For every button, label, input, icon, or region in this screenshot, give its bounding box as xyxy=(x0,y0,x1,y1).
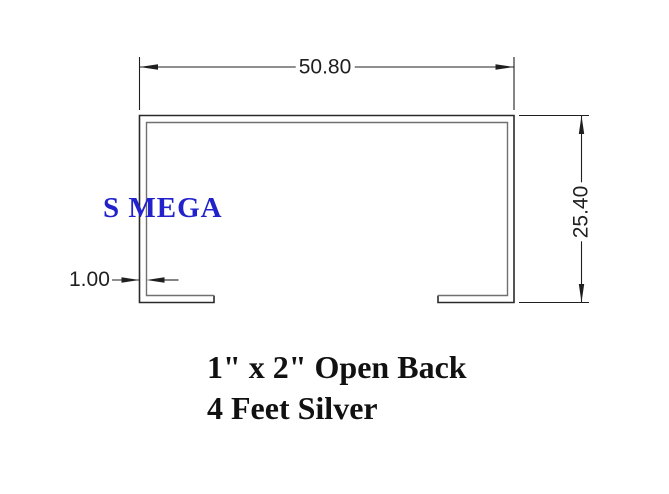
caption-line-1: 1" x 2" Open Back xyxy=(207,349,467,385)
height-dim-arrowhead-down-icon xyxy=(578,284,585,303)
profile-outer-outline xyxy=(138,114,515,304)
width-dim-arrowhead-left-icon xyxy=(139,64,158,70)
width-dim-arrowhead-right-icon xyxy=(495,64,514,70)
width-dimension-label: 50.80 xyxy=(295,56,355,78)
thickness-dimension-label: 1.00 xyxy=(69,268,110,291)
height-dim-arrowhead-up-icon xyxy=(578,115,585,134)
brand-watermark: S MEGA xyxy=(103,192,223,224)
thickness-arrowhead-right-icon xyxy=(121,277,140,283)
caption-line-2: 4 Feet Silver xyxy=(207,390,378,426)
height-dimension-label: 25.40 xyxy=(570,182,593,242)
product-caption: 1" x 2" Open Back 4 Feet Silver xyxy=(207,347,467,429)
profile-inner-outline xyxy=(145,121,509,297)
thickness-arrowhead-left-icon xyxy=(146,277,165,283)
